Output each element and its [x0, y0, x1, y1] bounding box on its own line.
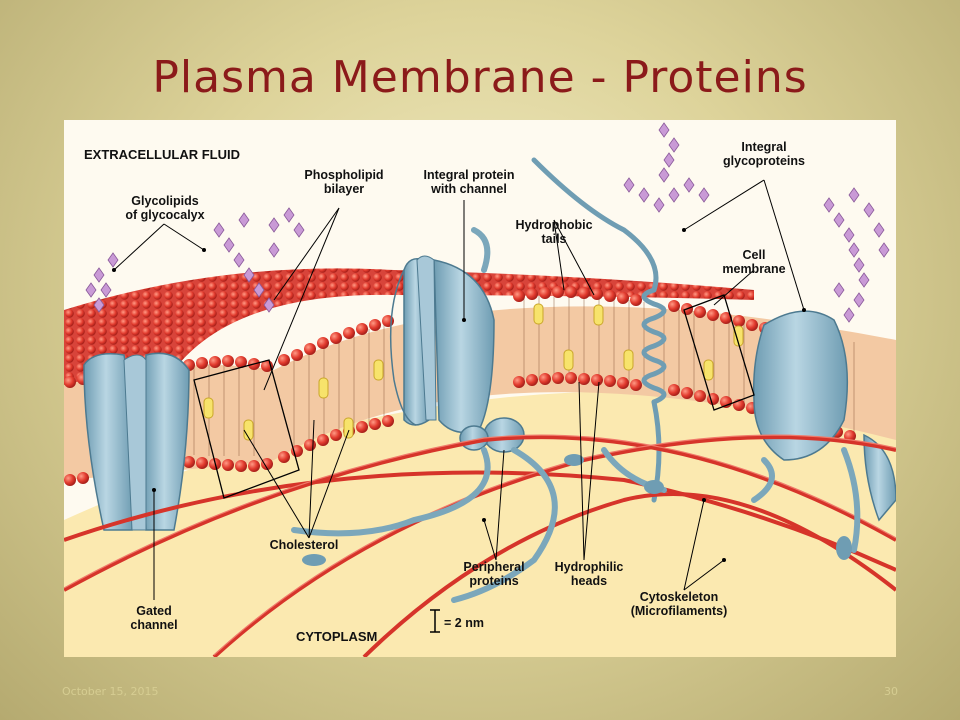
glycocalyx-sugars	[85, 122, 890, 323]
integral-channel-protein	[389, 227, 525, 453]
label-cholesterol: Cholesterol	[269, 538, 339, 552]
label-cytoplasm: CYTOPLASM	[296, 629, 378, 644]
gated-channel-protein	[83, 352, 190, 531]
page-number: 30	[884, 685, 898, 698]
label-gated-channel: Gated channel	[130, 604, 178, 632]
peripheral-protein-strands	[291, 447, 861, 603]
label-integral-glycoproteins: Integral glycoproteins	[723, 140, 805, 168]
label-peripheral-proteins: Peripheral proteins	[463, 560, 525, 588]
label-scale: = 2 nm	[444, 616, 484, 630]
label-hydrophilic-heads: Hydrophilic heads	[554, 560, 624, 588]
membrane-illustration	[64, 120, 896, 657]
footer-date: October 15, 2015	[62, 685, 159, 698]
membrane-top-surface	[64, 268, 754, 385]
peripheral-protein-blobs	[302, 454, 852, 566]
scale-bar	[430, 609, 440, 633]
slide-title: Plasma Membrane - Proteins	[152, 52, 808, 103]
leader-lines	[113, 179, 805, 600]
detail-boxes	[193, 294, 755, 499]
label-cytoskeleton: Cytoskeleton (Microfilaments)	[630, 590, 728, 618]
label-integral-protein-channel: Integral protein with channel	[423, 168, 515, 196]
label-glycolipids: Glycolipids of glycocalyx	[125, 194, 205, 222]
label-extracellular-fluid: EXTRACELLULAR FLUID	[84, 147, 240, 162]
membrane-diagram: EXTRACELLULAR FLUID CYTOPLASM Glycolipid…	[64, 120, 896, 657]
hydrophilic-heads-upper	[64, 286, 784, 388]
label-phospholipid-bilayer: Phospholipid bilayer	[304, 168, 384, 196]
label-hydrophobic-tails: Hydrophobic tails	[515, 218, 593, 246]
leader-dots	[112, 228, 806, 562]
label-cell-membrane: Cell membrane	[722, 248, 786, 276]
